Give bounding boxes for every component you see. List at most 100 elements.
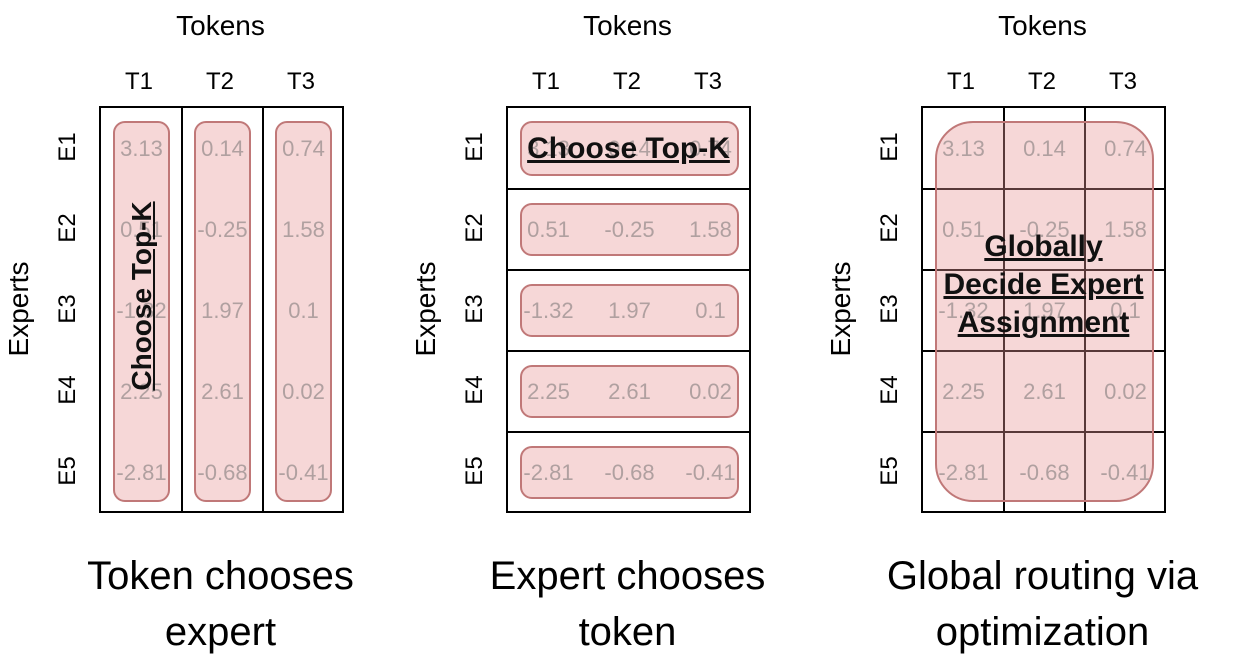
panel-2-highlight-row-3 (520, 284, 739, 337)
panel-1-row-header-e4: E4 (54, 374, 81, 405)
panel-3-tokens-label: Tokens (998, 10, 1087, 41)
panel-1-highlight-column-3 (275, 121, 332, 502)
panel-1-annotation: Choose Top-K (126, 201, 157, 391)
panel-2-caption-line-1: Expert chooses (489, 554, 766, 598)
panel-3-cell: -0.41 (1100, 460, 1151, 485)
panel-1-grid-divider (181, 108, 183, 511)
panel-1-caption-line-1: Token chooses (87, 554, 354, 598)
panel-3-col-header-t3: T3 (1108, 68, 1137, 95)
panel-2-cell: 0.1 (695, 298, 726, 323)
panel-2-highlight-row-4 (520, 365, 739, 418)
panel-2-cell: 2.25 (527, 379, 570, 404)
panel-2-experts-label: Experts (410, 261, 441, 356)
panel-1-cell: 0.02 (282, 379, 325, 404)
panel-3-annotation-line-1: Globally (984, 230, 1103, 263)
panel-2-row-header-e4: E4 (461, 374, 488, 405)
panel-1-experts-label: Experts (3, 261, 34, 356)
panel-3-cell: -1.32 (938, 298, 989, 323)
panel-2-grid-divider (508, 350, 749, 352)
panel-3-cell: -2.81 (938, 460, 989, 485)
panel-2-cell: -0.25 (604, 217, 655, 242)
panel-3-annotation-line-3: Assignment (957, 306, 1130, 339)
panel-2-cell: -1.32 (523, 298, 574, 323)
panel-3-cell: 2.25 (942, 379, 985, 404)
panel-3-cell: 1.97 (1023, 298, 1066, 323)
panel-2-row-header-e1: E1 (461, 131, 488, 162)
panel-2-cell: 1.58 (689, 217, 732, 242)
panel-3-experts-label: Experts (825, 261, 856, 356)
panel-2-row-header-e2: E2 (461, 212, 488, 243)
panel-3-grid-divider (1003, 108, 1005, 511)
panel-3-cell: 2.61 (1023, 379, 1066, 404)
panel-2-cell: 0.02 (689, 379, 732, 404)
panel-1-cell: 2.25 (120, 379, 163, 404)
panel-1-tokens-label: Tokens (176, 10, 265, 41)
panel-2-cell: 1.97 (608, 298, 651, 323)
panel-1-highlight-column-2 (194, 121, 251, 502)
panel-1-col-header-t1: T1 (124, 68, 153, 95)
panel-1-row-header-e5: E5 (54, 455, 81, 486)
panel-2-row-header-e5: E5 (461, 455, 488, 486)
panel-1-cell: 0.51 (120, 217, 163, 242)
panel-1-cell: 2.61 (201, 379, 244, 404)
panel-1-row-header-e2: E2 (54, 212, 81, 243)
panel-3-row-header-e3: E3 (876, 293, 903, 324)
panel-1-col-header-t3: T3 (286, 68, 315, 95)
panel-3-highlight-global (935, 121, 1154, 502)
panel-3-row-header-e5: E5 (876, 455, 903, 486)
panel-2-col-header-t1: T1 (531, 68, 560, 95)
panel-1-highlight-column-1 (113, 121, 170, 502)
panel-2-cell: 0.51 (527, 217, 570, 242)
panel-1-col-header-t2: T2 (205, 68, 234, 95)
panel-1-cell: 0.74 (282, 136, 325, 161)
panel-3-cell: -0.25 (1019, 217, 1070, 242)
panel-3-row-header-e2: E2 (876, 212, 903, 243)
panel-2-cell: 2.61 (608, 379, 651, 404)
panel-3-cell: 0.51 (942, 217, 985, 242)
panel-2-tokens-label: Tokens (583, 10, 672, 41)
panel-3-cell: 0.14 (1023, 136, 1066, 161)
panel-1-cell: -2.81 (116, 460, 167, 485)
panel-2-col-header-t2: T2 (612, 68, 641, 95)
panel-2-row-header-e3: E3 (461, 293, 488, 324)
panel-3-caption-line-2: optimization (935, 610, 1150, 654)
panel-2-grid-divider (508, 431, 749, 433)
panel-3-grid-divider (923, 431, 1164, 433)
panel-1-grid-divider (262, 108, 264, 511)
panel-3-grid-divider (923, 269, 1164, 271)
panel-1-cell: -0.41 (278, 460, 329, 485)
panel-3-cell: 0.74 (1104, 136, 1147, 161)
panel-1-cell: 0.1 (288, 298, 319, 323)
panel-2-col-header-t3: T3 (693, 68, 722, 95)
panel-3-grid-divider (923, 188, 1164, 190)
panel-3-cell: 3.13 (942, 136, 985, 161)
panel-3-cell: 0.1 (1110, 298, 1141, 323)
panel-3-cell: 0.02 (1104, 379, 1147, 404)
panel-2-highlight-row-2 (520, 203, 739, 256)
panel-3-caption-line-1: Global routing via (886, 554, 1199, 598)
panel-1-cell: -0.68 (197, 460, 248, 485)
panel-1-cell: 1.97 (201, 298, 244, 323)
panel-1-row-header-e1: E1 (54, 131, 81, 162)
panel-1-caption-line-2: expert (164, 610, 277, 654)
panel-2-cell: 0.74 (689, 136, 732, 161)
panel-3-cell: -0.68 (1019, 460, 1070, 485)
panel-2-caption-line-2: token (578, 610, 677, 654)
panel-1-cell: 1.58 (282, 217, 325, 242)
panel-1-cell: 3.13 (120, 136, 163, 161)
panel-2-cell: 0.14 (608, 136, 651, 161)
panel-2-cell: -0.41 (685, 460, 736, 485)
panel-3-grid-divider (1084, 108, 1086, 511)
panel-1-cell: -1.32 (116, 298, 167, 323)
panel-3-col-header-t1: T1 (946, 68, 975, 95)
panel-2-grid-divider (508, 188, 749, 190)
panel-2-highlight-row-1 (520, 121, 739, 176)
panel-2-annotation: Choose Top-K (527, 132, 730, 165)
panel-2-grid-divider (508, 269, 749, 271)
panel-3-row-header-e4: E4 (876, 374, 903, 405)
panel-2-highlight-row-5 (520, 446, 739, 499)
panel-3-row-header-e1: E1 (876, 131, 903, 162)
